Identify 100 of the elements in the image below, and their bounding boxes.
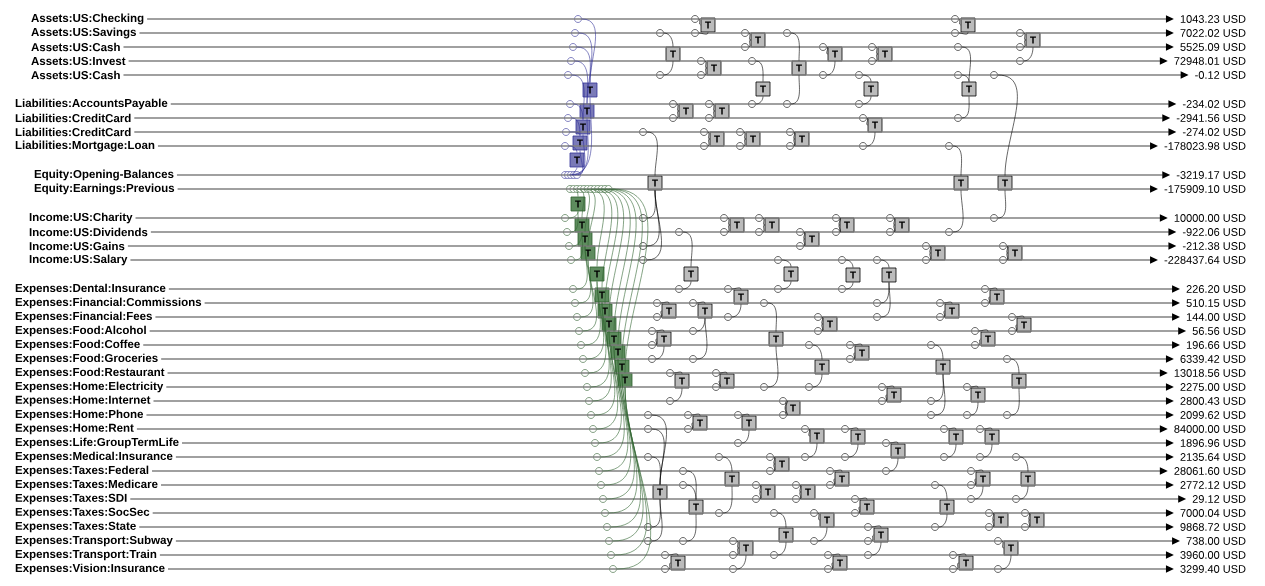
account-label: Expenses:Home:Phone — [15, 409, 144, 421]
posting-connector — [719, 371, 728, 374]
posting-connector — [646, 190, 662, 261]
balance-value: 196.66 USD — [1186, 341, 1246, 349]
posting-connector — [983, 427, 993, 430]
balance-value: 5525.09 USD — [1180, 43, 1246, 51]
posting-connector — [790, 75, 800, 105]
posting-connector — [961, 96, 970, 119]
posting-connector — [1010, 358, 1020, 374]
posting-connector — [704, 60, 707, 69]
account-label: Expenses:Taxes:SocSec — [15, 507, 150, 519]
balance-value: -3219.17 USD — [1176, 171, 1246, 179]
posting-connector — [722, 486, 733, 514]
posting-connector — [833, 478, 835, 486]
posting-connector — [992, 519, 994, 528]
posting-connector — [755, 96, 764, 105]
balance-value: 84000.00 USD — [1174, 425, 1246, 433]
account-label: Expenses:Medical:Insurance — [15, 451, 173, 463]
balance-value: 6339.42 USD — [1180, 355, 1246, 363]
posting-connector — [762, 224, 765, 233]
posting-connector — [577, 150, 584, 176]
posting-connector — [893, 217, 895, 226]
posting-connector — [686, 514, 697, 542]
balance-value: -178023.98 USD — [1164, 142, 1246, 150]
posting-connector — [826, 46, 828, 55]
balance-value: -212.38 USD — [1182, 242, 1246, 250]
posting-connector — [741, 413, 750, 416]
posting-connector — [781, 281, 792, 290]
balance-value: 72948.01 USD — [1174, 57, 1246, 65]
posting-connector — [858, 497, 868, 500]
posting-connector — [799, 491, 801, 500]
posting-connector — [682, 281, 692, 290]
posting-connector — [812, 344, 823, 360]
posting-connector — [938, 514, 948, 528]
account-label: Assets:US:Cash — [31, 70, 120, 80]
posting-connector — [686, 470, 697, 500]
posting-connector — [947, 427, 957, 430]
posting-connector — [718, 380, 721, 388]
balance-value: 2275.00 USD — [1180, 383, 1246, 391]
posting-connector — [646, 131, 658, 176]
balance-value: 10000.00 USD — [1174, 214, 1246, 222]
account-label: Expenses:Food:Coffee — [15, 339, 140, 351]
posting-connector — [875, 46, 878, 55]
posting-connector — [821, 316, 823, 325]
posting-connector — [676, 110, 679, 119]
posting-connector — [974, 486, 984, 500]
posting-connector — [956, 562, 959, 570]
posting-connector — [983, 444, 993, 458]
balance-value: 13018.56 USD — [1174, 369, 1246, 377]
account-label: Expenses:Home:Internet — [15, 395, 151, 407]
posting-connector — [586, 281, 604, 360]
posting-connector — [958, 18, 961, 26]
posting-connector — [777, 512, 787, 528]
posting-connector — [686, 484, 697, 500]
posting-connector — [1019, 456, 1029, 472]
balance-value: -228437.64 USD — [1164, 256, 1246, 264]
posting-connector — [741, 430, 750, 444]
account-label: Expenses:Financial:Commissions — [15, 297, 202, 309]
posting-connector — [727, 217, 730, 226]
posting-connector — [862, 74, 872, 82]
posting-connector — [956, 553, 967, 556]
posting-connector — [660, 310, 662, 318]
posting-connector — [1001, 540, 1004, 549]
posting-connector — [682, 231, 693, 267]
account-label: Expenses:Taxes:Medicare — [15, 479, 158, 491]
posting-connector — [594, 318, 616, 416]
posting-connector — [578, 246, 591, 304]
posting-connector — [1015, 315, 1025, 318]
posting-connector — [929, 245, 931, 254]
posting-connector — [866, 117, 868, 126]
posting-connector — [568, 211, 579, 219]
posting-connector — [934, 374, 946, 416]
account-label: Expenses:Transport:Train — [15, 549, 157, 561]
account-label: Income:US:Charity — [29, 212, 133, 224]
posting-connector — [606, 359, 635, 500]
posting-connector — [712, 110, 715, 119]
balance-value: -0.12 USD — [1195, 71, 1246, 79]
posting-connector — [663, 32, 674, 47]
balance-value: 28061.60 USD — [1174, 467, 1246, 475]
posting-connector — [858, 506, 860, 514]
posting-connector — [978, 329, 989, 332]
posting-connector — [958, 32, 969, 35]
posting-connector — [988, 287, 998, 290]
posting-connector — [673, 388, 683, 402]
account-label: Expenses:Food:Alcohol — [15, 325, 146, 337]
posting-connector — [569, 131, 581, 136]
posting-connector — [773, 456, 775, 465]
posting-connector — [608, 188, 643, 360]
posting-connector — [574, 134, 586, 176]
posting-connector — [731, 287, 742, 290]
posting-connector — [704, 67, 707, 76]
posting-connector — [929, 252, 931, 261]
posting-connector — [880, 259, 890, 268]
account-label: Expenses:Food:Restaurant — [15, 367, 165, 379]
posting-connector — [817, 512, 820, 521]
posting-connector — [988, 296, 990, 304]
posting-connector — [1006, 245, 1008, 254]
balance-value: 738.00 USD — [1186, 537, 1246, 545]
account-label: Liabilities:CreditCard — [15, 113, 131, 123]
transaction-box: T — [755, 81, 771, 97]
